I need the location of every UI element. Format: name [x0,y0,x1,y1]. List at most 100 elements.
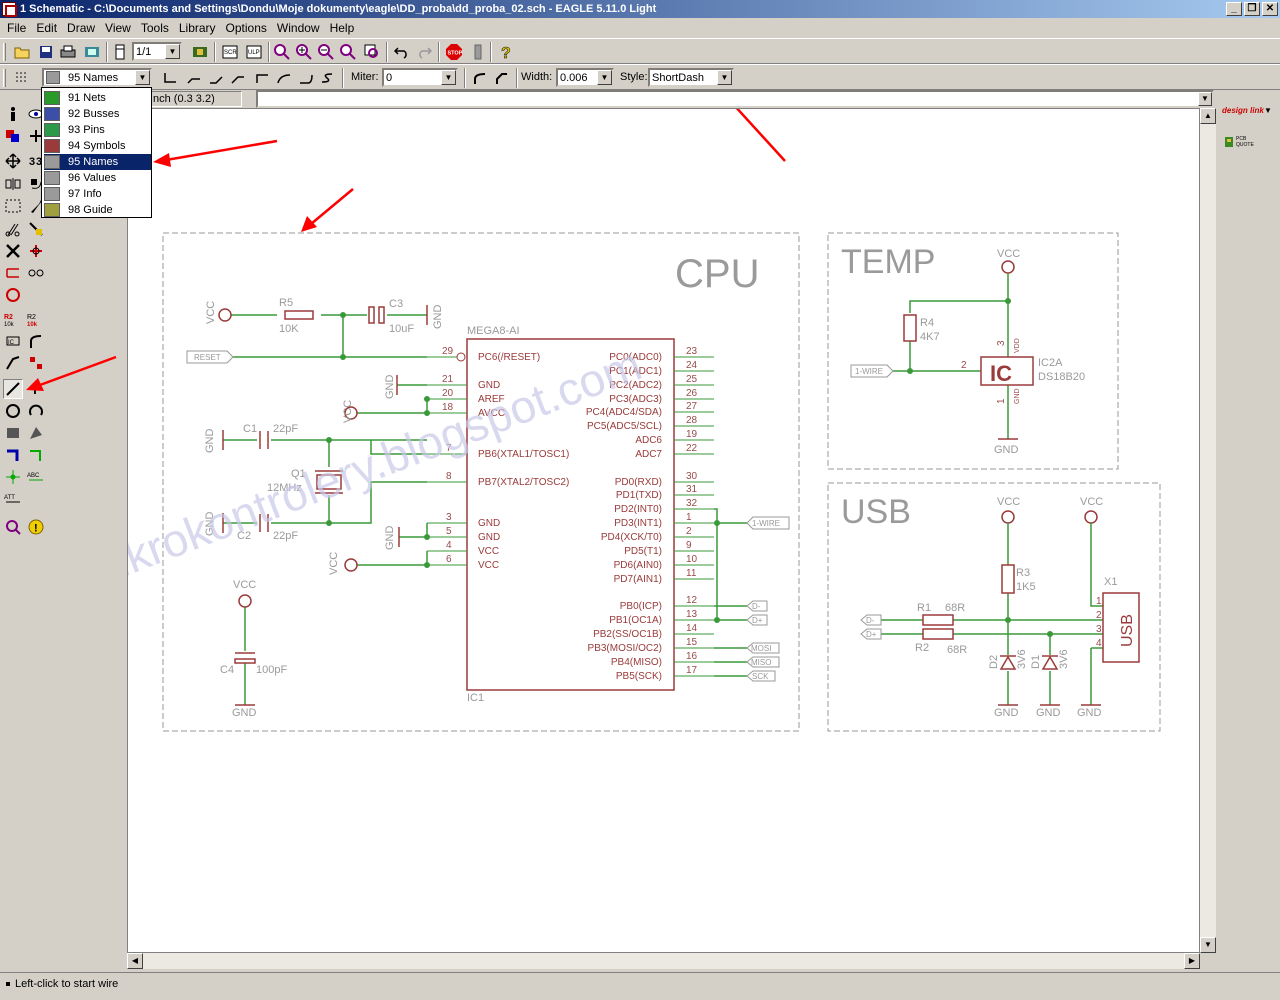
layer-option-97[interactable]: 97 Info [44,186,151,202]
menu-view[interactable]: View [105,21,131,35]
schematic-drawing[interactable]: .net { stroke: #3a9a3a; stroke-width: 1.… [128,109,1200,953]
layer-option-91[interactable]: 91 Nets [44,90,151,106]
menu-draw[interactable]: Draw [67,21,96,35]
go-icon[interactable] [468,42,488,62]
bend-style-3-icon[interactable] [228,68,248,88]
junction-icon[interactable] [3,467,23,487]
zoom-area-icon[interactable] [362,42,382,62]
bus-icon[interactable] [3,445,23,465]
bend-style-7-icon[interactable] [318,68,338,88]
r4-resistor[interactable] [903,314,917,342]
layer-option-92[interactable]: 92 Busses [44,106,151,122]
undo-icon[interactable] [392,42,412,62]
layer-option-98[interactable]: 98 Guide [44,202,151,218]
zoom-in-icon[interactable] [294,42,314,62]
paste-icon[interactable] [26,219,46,239]
bend-style-5-icon[interactable] [274,68,294,88]
zoom-fit-icon[interactable] [272,42,292,62]
command-input[interactable]: ▼ [256,90,1214,108]
miter-round-icon[interactable] [470,68,490,88]
eagle-app-icon[interactable] [2,2,17,17]
menu-tools[interactable]: Tools [140,21,169,35]
wire-icon[interactable] [3,379,23,399]
miter-icon[interactable] [26,331,46,351]
delete-icon[interactable] [3,241,23,261]
d1-zener[interactable] [1041,655,1059,670]
cut-icon[interactable] [3,219,23,239]
open-icon[interactable] [12,42,32,62]
group-icon[interactable] [3,196,23,216]
bend-style-2-icon[interactable] [206,68,226,88]
c2-capacitor[interactable] [259,514,269,532]
attribute-icon[interactable]: ATT [3,489,23,509]
minimize-button[interactable]: _ [1226,2,1242,16]
q1-crystal[interactable] [315,470,343,494]
display-icon[interactable] [3,126,23,146]
scroll-right-button[interactable]: ▶ [1184,953,1200,969]
c3-capacitor[interactable] [368,306,385,324]
layer-dropdown-list[interactable]: 91 Nets 92 Busses 93 Pins 94 Symbols 95 … [41,87,152,218]
move-icon[interactable] [3,151,23,171]
mark-icon[interactable] [26,126,46,146]
ulp-icon[interactable]: ULP [244,42,264,62]
info-icon[interactable] [3,104,23,124]
bend-style-4-icon[interactable] [252,68,272,88]
toolbar-grip[interactable] [3,69,6,87]
vertical-scrollbar[interactable]: ▲ ▼ [1200,108,1216,953]
bend-style-1-icon[interactable] [184,68,204,88]
smash-icon[interactable]: IC [3,331,23,351]
zoom-redraw-icon[interactable] [338,42,358,62]
pinswap-icon[interactable] [3,263,23,283]
r2-resistor[interactable] [922,628,954,640]
close-button[interactable]: ✕ [1262,2,1278,16]
x1-usb-connector[interactable] [1102,592,1140,663]
menu-edit[interactable]: Edit [36,21,58,35]
menu-library[interactable]: Library [178,21,216,35]
ic2-body[interactable] [980,356,1034,386]
miter-select[interactable]: 0▼ [382,68,458,87]
grid-icon[interactable] [12,68,32,88]
cam-icon[interactable] [82,42,102,62]
r5-resistor[interactable] [284,310,314,320]
menu-file[interactable]: File [7,21,27,35]
designlink-dropdown[interactable]: ▼ [1264,106,1272,115]
mirror-icon[interactable] [3,174,23,194]
stop-icon[interactable]: STOP [444,42,464,62]
script-icon[interactable]: SCR [220,42,240,62]
miter-straight-icon[interactable] [492,68,512,88]
r1-resistor[interactable] [922,614,954,626]
save-icon[interactable] [36,42,56,62]
rect-icon[interactable] [3,423,23,443]
erc-icon[interactable] [3,517,23,537]
use-library-icon[interactable] [110,42,130,62]
invoke-icon[interactable] [26,353,46,373]
style-select[interactable]: ShortDash▼ [648,68,734,87]
net-icon[interactable] [26,445,46,465]
designlink-icon[interactable]: design link [1220,104,1264,126]
ic1-body[interactable] [466,338,675,691]
command-history-dropdown[interactable]: ▼ [1198,92,1212,106]
replace-icon[interactable] [3,285,23,305]
c4-capacitor[interactable] [234,652,256,664]
label-icon[interactable]: ABC [26,467,46,487]
toolbar-grip[interactable] [3,43,6,61]
circle-icon[interactable] [3,401,23,421]
restore-button[interactable]: ❐ [1244,2,1260,16]
horizontal-scrollbar[interactable]: ◀ ▶ [127,953,1200,969]
scroll-down-button[interactable]: ▼ [1200,937,1216,953]
zoom-out-icon[interactable] [316,42,336,62]
d2-zener[interactable] [999,655,1017,670]
menu-options[interactable]: Options [225,21,267,35]
bend-style-0-icon[interactable] [160,68,180,88]
scroll-up-button[interactable]: ▲ [1200,108,1216,124]
layer-option-93[interactable]: 93 Pins [44,122,151,138]
schematic-canvas[interactable]: .net { stroke: #3a9a3a; stroke-width: 1.… [127,108,1200,953]
redo-icon[interactable] [414,42,434,62]
menu-help[interactable]: Help [329,21,355,35]
bend-style-6-icon[interactable] [296,68,316,88]
pcb-quote-button[interactable]: PCB QUOTE [1224,132,1264,152]
print-icon[interactable] [58,42,78,62]
